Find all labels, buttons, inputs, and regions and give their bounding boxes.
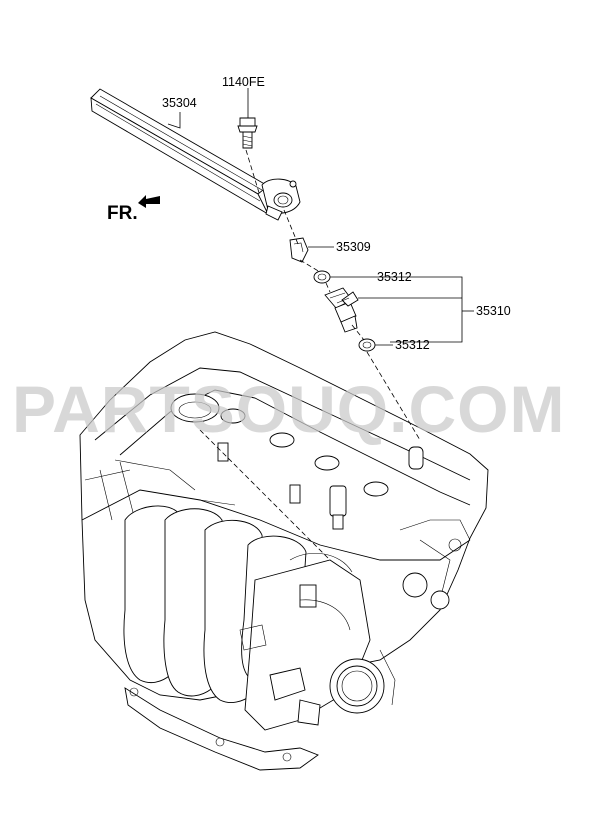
- part-label-fuel-rail[interactable]: 35304: [162, 96, 197, 110]
- watermark: PARTSOUQ.COM: [12, 372, 565, 446]
- o-ring-upper[interactable]: [313, 270, 331, 284]
- part-label-injector-clip[interactable]: 35309: [336, 240, 371, 254]
- engine-assembly: [79, 331, 489, 771]
- assembly-lines: [199, 149, 421, 561]
- part-labels: 35304 1140FE 35309 35310 35312 35312: [162, 75, 511, 352]
- part-label-bolt[interactable]: 1140FE: [222, 75, 265, 89]
- injector-clip[interactable]: [289, 237, 309, 263]
- leader-lines: [167, 88, 474, 346]
- direction-label: FR.: [107, 203, 138, 224]
- part-label-o-ring-lower[interactable]: 35312: [395, 338, 430, 352]
- bolt[interactable]: [237, 117, 258, 149]
- direction-arrow-icon: [138, 195, 160, 208]
- part-label-injector-assembly[interactable]: 35310: [476, 304, 511, 318]
- front-direction-indicator: FR.: [107, 195, 160, 224]
- part-label-o-ring-upper[interactable]: 35312: [377, 270, 412, 284]
- fuel-rail[interactable]: [90, 88, 301, 221]
- o-ring-lower[interactable]: [358, 338, 376, 352]
- injector-assembly[interactable]: [324, 287, 359, 333]
